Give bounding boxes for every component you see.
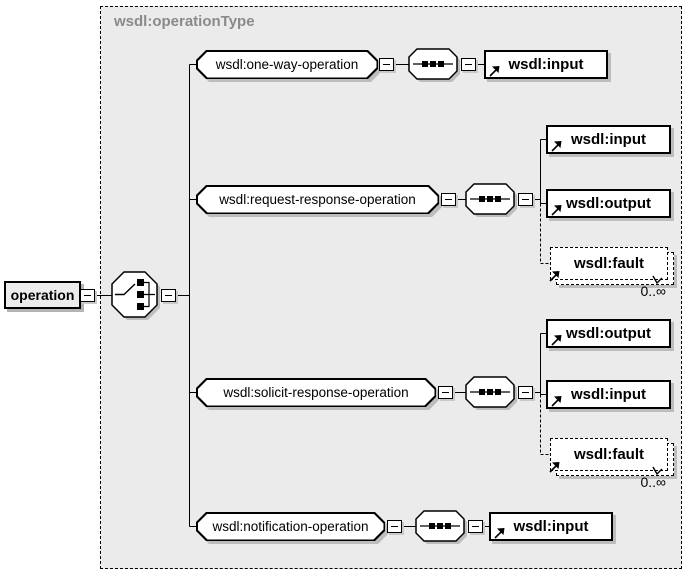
collapse-button[interactable] bbox=[379, 58, 394, 71]
element-label: wsdl:notification-operation bbox=[212, 519, 369, 534]
element-label: wsdl:output bbox=[566, 195, 651, 212]
child-element-fault[interactable]: wsdl:fault bbox=[549, 247, 674, 285]
element-label: wsdl:request-response-operation bbox=[219, 192, 416, 207]
child-element-input[interactable]: wsdl:input bbox=[546, 125, 671, 154]
collapse-button[interactable] bbox=[468, 520, 483, 533]
element-notification-operation[interactable]: wsdl:notification-operation bbox=[196, 512, 385, 541]
element-solicit-response-operation[interactable]: wsdl:solicit-response-operation bbox=[196, 378, 436, 407]
element-label: wsdl:input bbox=[571, 386, 646, 403]
minus-icon bbox=[522, 392, 529, 393]
element-label: wsdl:input bbox=[571, 131, 646, 148]
collapse-button[interactable] bbox=[438, 386, 453, 399]
child-element-output[interactable]: wsdl:output bbox=[546, 189, 671, 218]
child-element-input[interactable]: wsdl:input bbox=[484, 50, 608, 79]
occurrence-label: 0..∞ bbox=[640, 474, 666, 490]
minus-icon bbox=[391, 526, 398, 527]
child-element-output[interactable]: wsdl:output bbox=[546, 319, 671, 348]
reference-arrow-icon bbox=[551, 205, 562, 216]
collapse-button[interactable] bbox=[461, 58, 476, 71]
minus-icon bbox=[472, 526, 479, 527]
element-label: wsdl:input bbox=[508, 56, 584, 73]
element-one-way-operation[interactable]: wsdl:one-way-operation bbox=[196, 50, 378, 79]
root-element-operation[interactable]: operation bbox=[4, 281, 81, 309]
collapse-button-root[interactable] bbox=[80, 289, 95, 302]
reference-arrow-icon bbox=[549, 271, 560, 282]
sequence-compositor-icon[interactable] bbox=[465, 183, 519, 221]
collapse-button[interactable] bbox=[518, 193, 533, 206]
element-request-response-operation[interactable]: wsdl:request-response-operation bbox=[196, 185, 439, 214]
element-label: wsdl:input bbox=[513, 518, 589, 535]
collapse-button[interactable] bbox=[387, 520, 402, 533]
root-element-label: operation bbox=[10, 287, 75, 303]
repeat-corner-icon bbox=[652, 466, 663, 476]
reference-arrow-icon bbox=[549, 462, 560, 473]
reference-arrow-icon bbox=[494, 528, 505, 539]
minus-icon bbox=[84, 295, 91, 296]
element-label: wsdl:fault bbox=[574, 446, 644, 463]
element-label: wsdl:fault bbox=[574, 255, 644, 272]
content-model-title: wsdl:operationType bbox=[114, 13, 255, 30]
minus-icon bbox=[465, 64, 472, 65]
reference-arrow-icon bbox=[489, 66, 500, 77]
element-label: wsdl:solicit-response-operation bbox=[223, 385, 409, 400]
element-label: wsdl:one-way-operation bbox=[215, 57, 359, 72]
element-label: wsdl:output bbox=[566, 325, 651, 342]
minus-icon bbox=[383, 64, 390, 65]
reference-arrow-icon bbox=[551, 141, 562, 152]
sequence-compositor-icon[interactable] bbox=[465, 376, 519, 414]
minus-icon bbox=[165, 295, 172, 296]
sequence-compositor-icon[interactable] bbox=[408, 48, 462, 86]
sequence-compositor-icon[interactable] bbox=[415, 510, 469, 548]
occurrence-label: 0..∞ bbox=[640, 283, 666, 299]
reference-arrow-icon bbox=[551, 335, 562, 346]
reference-arrow-icon bbox=[551, 396, 562, 407]
child-element-input[interactable]: wsdl:input bbox=[546, 380, 671, 409]
collapse-button-choice[interactable] bbox=[161, 289, 176, 302]
child-element-fault[interactable]: wsdl:fault bbox=[549, 438, 674, 476]
collapse-button[interactable] bbox=[441, 193, 456, 206]
child-element-input[interactable]: wsdl:input bbox=[489, 512, 613, 541]
collapse-button[interactable] bbox=[518, 386, 533, 399]
choice-compositor-icon[interactable] bbox=[111, 271, 163, 323]
repeat-corner-icon bbox=[652, 275, 663, 285]
minus-icon bbox=[522, 199, 529, 200]
minus-icon bbox=[442, 392, 449, 393]
minus-icon bbox=[445, 199, 452, 200]
